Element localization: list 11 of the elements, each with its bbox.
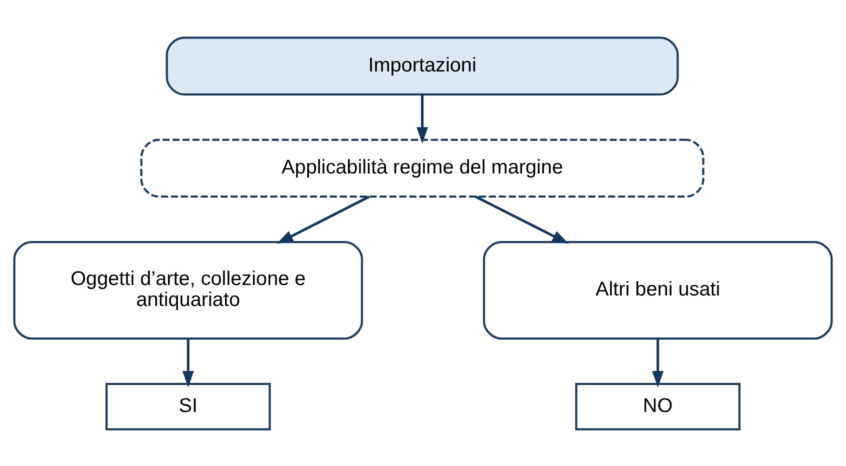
arrow	[652, 338, 664, 387]
node-box: Altri beni usati	[482, 240, 833, 340]
arrow	[276, 195, 370, 244]
node-box: NO	[575, 382, 740, 430]
arrow	[416, 94, 428, 144]
node-box: Oggetti d’arte, collezione e antiquariato	[13, 240, 364, 340]
arrow	[182, 338, 194, 387]
node-box: Importazioni	[166, 36, 679, 95]
node-box: Applicabilità regime del margine	[140, 138, 704, 198]
node-box: SI	[106, 382, 271, 430]
arrow	[475, 195, 569, 244]
